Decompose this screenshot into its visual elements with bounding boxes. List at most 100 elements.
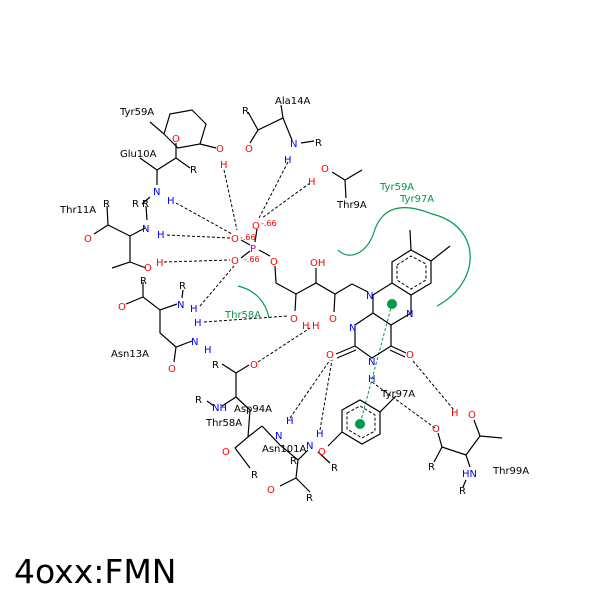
thr11-og: O (144, 263, 152, 274)
glu10-r: R (190, 165, 197, 176)
asp94-n-r: R (195, 395, 202, 406)
thr11-h: H (157, 230, 165, 241)
asn101-hd: H (316, 429, 324, 440)
residue-label-asp94a: Asp94A (234, 404, 272, 415)
atom-op1: O (252, 221, 260, 232)
residue-label-thr9a: Thr9A (336, 200, 367, 211)
residue-label-ala14a: Ala14A (275, 96, 310, 107)
atom-n5: N (406, 309, 413, 320)
residue-label-tyr59a: Tyr59A (119, 107, 154, 118)
residue-atom-labels: O H R O N H R O H O R N H R R R O N H O … (84, 106, 477, 504)
hbond (223, 169, 238, 231)
atom-h-o4: H (302, 321, 310, 332)
thr11-o: O (84, 234, 92, 245)
ala14-o: O (245, 144, 253, 155)
asp94-o: O (250, 360, 258, 371)
residue-label-thr58a-hydrophobic: Thr58A (224, 310, 261, 321)
atom-n10: N (366, 291, 373, 302)
thr11-n-r: R (142, 199, 149, 210)
ligand-atom-labels: N N N N H O O O H OH O H O P O O O -.66 … (231, 219, 414, 385)
thr99-r: R (428, 462, 435, 473)
asp94-r: R (212, 360, 219, 371)
residue-label-tyr59a-hydrophobic: Tyr59A (379, 182, 414, 193)
hydrophobic-contacts (237, 207, 471, 429)
asn101-n: N (275, 431, 282, 442)
atom-o2-ribityl: O (329, 314, 337, 325)
atom-o2: O (326, 350, 334, 361)
atom-phosphorus: P (250, 244, 256, 255)
asn13-n-r: R (179, 281, 186, 292)
asn13-h: H (190, 304, 198, 315)
hbond (163, 259, 231, 263)
hbond (319, 359, 333, 431)
atom-h-ribityl: H (312, 321, 320, 332)
residue-label-glu10a: Glu10A (120, 149, 157, 160)
hbond (199, 265, 235, 307)
atom-h3: H (368, 374, 376, 385)
asn101-r: R (306, 493, 313, 504)
tyr59-oh: O (216, 144, 224, 155)
atom-n1: N (349, 323, 356, 334)
asn13-hd2: H (204, 345, 212, 356)
ala14-n-r: R (315, 138, 322, 149)
asp94-nh: NH (212, 403, 227, 414)
thr99-o: O (432, 424, 440, 435)
atom-o4-ribityl: O (290, 314, 298, 325)
hbond (175, 202, 233, 235)
atom-o3-ribityl: OH (310, 258, 325, 269)
atom-op3: O (231, 256, 239, 267)
pi-stacking-line (359, 303, 393, 425)
asn101-h: H (286, 416, 294, 427)
atom-n3: N (368, 357, 375, 368)
thr99-hg: H (451, 408, 459, 419)
thr58-r: R (251, 470, 258, 481)
glu10-n: N (153, 187, 160, 198)
asn13-o: O (118, 302, 126, 313)
ala14-r: R (242, 106, 249, 117)
hbond (371, 381, 436, 429)
residue-label-asn13a: Asn13A (111, 349, 149, 360)
ala14-n: N (290, 139, 297, 150)
thr9-o: O (321, 164, 329, 175)
diagram-title: 4oxx:FMN (14, 552, 177, 591)
residue-label-asn101a: Asn101A (262, 444, 306, 455)
residue-label-tyr97a: Tyr97A (380, 389, 415, 400)
thr11-r: R (103, 199, 110, 210)
asn13-nd: N (191, 337, 198, 348)
hbond (257, 161, 289, 221)
hbond (203, 315, 289, 323)
tyr59-h: H (220, 160, 228, 171)
charge-op3: -.66 (244, 255, 260, 264)
glu10-n-r: R (132, 199, 139, 210)
asn13-od: O (168, 364, 176, 375)
glu10-o: O (172, 134, 180, 145)
ligand-fmn (240, 228, 451, 359)
charge-op1: -.66 (261, 219, 277, 228)
asn101-nd-r: R (331, 463, 338, 474)
thr11-n: N (142, 224, 149, 235)
hydrophobic-arc-thr58 (237, 285, 270, 319)
thr99-og: O (468, 410, 476, 421)
hbond (166, 234, 231, 239)
hydrogen-bonds (163, 161, 455, 431)
residue-label-thr58a: Thr58A (205, 418, 242, 429)
thr99-n-r: R (459, 486, 466, 497)
asn13-hd: H (194, 318, 202, 329)
ala14-h: H (284, 155, 292, 166)
glu10-h: H (167, 196, 175, 207)
ring-centroid-ligand (387, 299, 397, 309)
hbond (261, 182, 311, 219)
residue-label-thr99a: Thr99A (492, 466, 529, 477)
asn101-nd: N (306, 441, 313, 452)
residue-bonds (93, 104, 503, 493)
hbond (412, 360, 455, 411)
charge-op2: -.66 (240, 233, 256, 242)
hbond (257, 327, 311, 363)
ring-centroid-tyr97 (355, 419, 365, 429)
thr58-o: O (222, 447, 230, 458)
thr9-h: H (308, 177, 316, 188)
tyr97-oh: O (318, 447, 326, 458)
atom-op2: O (231, 234, 239, 245)
